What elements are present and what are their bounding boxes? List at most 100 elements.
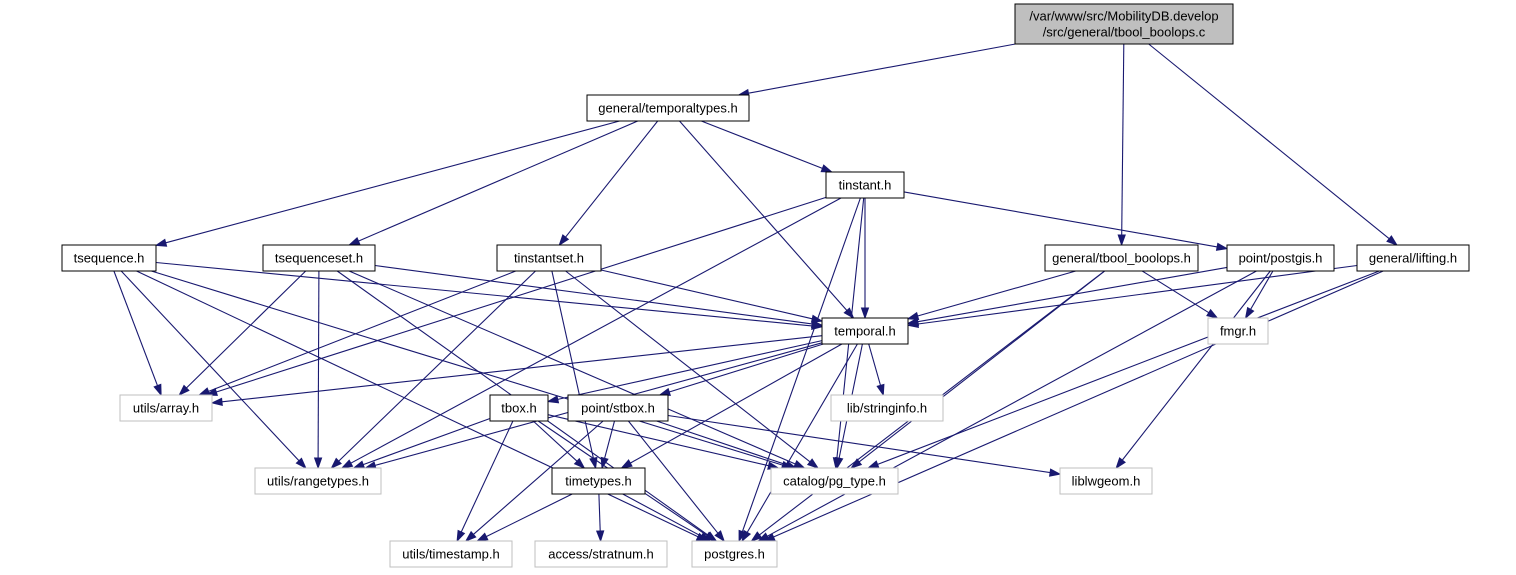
edge-stbox-to-pg_type xyxy=(656,420,787,466)
node-fmgr: fmgr.h xyxy=(1207,317,1269,345)
node-label-stbox: point/stbox.h xyxy=(581,401,655,416)
edge-tbool_boolops_h-to-fmgr xyxy=(1141,270,1210,314)
node-box-root xyxy=(1014,3,1234,45)
edge-tbox-to-rangetypes xyxy=(363,417,491,466)
node-label-timetypes: timetypes.h xyxy=(565,474,631,489)
arrowhead-postgis-to-fmgr xyxy=(1244,306,1255,320)
edge-timetypes-to-timestamp xyxy=(485,493,573,538)
edge-tinstant-to-rangetypes xyxy=(350,197,842,464)
edge-temporaltypes-to-tinstantset xyxy=(565,120,659,238)
node-label-stratnum: access/stratnum.h xyxy=(548,547,654,562)
node-box-temporal xyxy=(821,317,909,345)
arrowhead-temporaltypes-to-tsequence xyxy=(154,238,168,247)
node-temporaltypes[interactable]: general/temporaltypes.h xyxy=(586,94,750,122)
edge-tinstantset-to-pg_type xyxy=(565,270,811,463)
arrowhead-tinstant-to-temporal xyxy=(860,307,870,320)
edge-temporaltypes-to-tsequenceset xyxy=(358,120,639,242)
node-label-lifting: general/lifting.h xyxy=(1369,251,1457,266)
arrowhead-lifting-to-pg_type xyxy=(866,460,880,469)
node-stbox[interactable]: point/stbox.h xyxy=(567,394,669,422)
arrowhead-tinstantset-to-pg_type xyxy=(806,458,820,469)
edge-stbox-to-liblwgeom xyxy=(667,414,1051,474)
edge-timetypes-to-postgres xyxy=(622,493,702,537)
node-lifting[interactable]: general/lifting.h xyxy=(1356,244,1470,272)
node-liblwgeom: liblwgeom.h xyxy=(1059,467,1153,495)
node-box-tinstant xyxy=(825,171,905,199)
arrowhead-temporal-to-timetypes xyxy=(620,459,633,469)
node-temporal[interactable]: temporal.h xyxy=(821,317,909,345)
arrowhead-temporaltypes-to-tsequenceset xyxy=(347,236,361,246)
arrowhead-temporal-to-stringinfo xyxy=(876,383,885,397)
edge-tinstant-to-postgres xyxy=(741,197,861,532)
node-root[interactable]: /var/www/src/MobilityDB.develop/src/gene… xyxy=(1014,3,1234,45)
edge-tinstantset-to-temporal xyxy=(600,269,813,320)
node-tinstantset[interactable]: tinstantset.h xyxy=(496,244,602,272)
node-box-stratnum xyxy=(534,540,668,568)
arrowhead-stbox-to-timestamp xyxy=(464,530,477,542)
node-box-stringinfo xyxy=(830,394,944,422)
edge-tbool_boolops_h-to-pg_type xyxy=(858,270,1106,463)
node-label-liblwgeom: liblwgeom.h xyxy=(1072,474,1141,489)
edge-root-to-temporaltypes xyxy=(748,43,1016,94)
node-tsequence[interactable]: tsequence.h xyxy=(61,244,157,272)
arrowhead-lifting-to-temporal xyxy=(906,319,919,329)
node-box-liblwgeom xyxy=(1059,467,1153,495)
arrowhead-tsequence-to-array xyxy=(153,383,162,397)
arrowhead-stbox-to-postgres xyxy=(714,530,726,543)
node-postgis[interactable]: point/postgis.h xyxy=(1226,244,1335,272)
arrowhead-temporal-to-tbox xyxy=(546,395,560,404)
node-tbool_boolops_h[interactable]: general/tbool_boolops.h xyxy=(1044,244,1199,272)
edge-temporaltypes-to-tinstant xyxy=(701,120,823,169)
arrowhead-tsequenceset-to-rangetypes xyxy=(313,457,323,470)
edge-temporal-to-postgres xyxy=(746,343,858,533)
node-pg_type: catalog/pg_type.h xyxy=(770,467,899,495)
node-box-tsequenceset xyxy=(262,244,376,272)
edge-tsequenceset-to-array xyxy=(186,270,307,389)
edge-tsequence-to-temporal xyxy=(155,261,813,327)
arrowhead-tinstantset-to-rangetypes xyxy=(330,457,342,470)
arrowhead-tinstant-to-postgis xyxy=(1215,242,1229,251)
arrowhead-tbool_boolops_h-to-fmgr xyxy=(1206,308,1219,319)
arrowhead-timetypes-to-postgres xyxy=(699,532,712,542)
node-tinstant[interactable]: tinstant.h xyxy=(825,171,905,199)
node-box-timetypes xyxy=(551,467,646,495)
node-label-tbool_boolops_h: general/tbool_boolops.h xyxy=(1052,251,1191,266)
node-tbox[interactable]: tbox.h xyxy=(489,394,549,422)
node-postgres: postgres.h xyxy=(691,540,778,568)
arrowhead-tbool_boolops_h-to-temporal xyxy=(906,311,920,320)
edge-temporaltypes-to-tsequence xyxy=(165,120,620,244)
edge-tsequenceset-to-temporal xyxy=(374,264,813,325)
edge-postgis-to-temporal xyxy=(917,266,1228,323)
node-tsequenceset[interactable]: tsequenceset.h xyxy=(262,244,376,272)
arrowhead-temporaltypes-to-tinstant xyxy=(820,164,834,173)
node-label-tsequenceset: tsequenceset.h xyxy=(275,251,363,266)
edge-temporal-to-timetypes xyxy=(630,343,843,464)
node-label-stringinfo: lib/stringinfo.h xyxy=(847,401,927,416)
edge-tbox-to-timetypes xyxy=(532,420,578,462)
node-box-lifting xyxy=(1356,244,1470,272)
node-timetypes[interactable]: timetypes.h xyxy=(551,467,646,495)
node-label-tinstantset: tinstantset.h xyxy=(514,251,584,266)
edge-temporal-to-stbox xyxy=(669,343,824,393)
arrowhead-tinstantset-to-array xyxy=(197,387,211,396)
edge-lifting-to-temporal xyxy=(917,264,1358,325)
node-label-array: utils/array.h xyxy=(133,401,199,416)
edge-stbox-to-timestamp xyxy=(473,420,604,535)
arrowhead-tbox-to-timestamp xyxy=(456,529,466,543)
node-stringinfo: lib/stringinfo.h xyxy=(830,394,944,422)
node-label-postgis: point/postgis.h xyxy=(1239,251,1323,266)
edge-root-to-tbool_boolops_h xyxy=(1121,43,1125,236)
arrowhead-tbool_boolops_h-to-pg_type xyxy=(849,458,863,469)
edge-temporal-to-tbox xyxy=(557,340,823,400)
node-box-array xyxy=(119,394,213,422)
edge-tinstant-to-postgis xyxy=(903,191,1218,248)
node-label-root: /var/www/src/MobilityDB.develop xyxy=(1029,9,1218,24)
node-array: utils/array.h xyxy=(119,394,213,422)
node-box-pg_type xyxy=(770,467,899,495)
edge-tsequence-to-pg_type xyxy=(151,270,783,466)
arrowhead-stbox-to-timetypes xyxy=(600,456,609,470)
arrowhead-root-to-tbool_boolops_h xyxy=(1117,234,1126,247)
node-label-timestamp: utils/timestamp.h xyxy=(402,547,500,562)
arrowhead-tinstant-to-rangetypes xyxy=(340,459,354,469)
edge-postgis-to-liblwgeom xyxy=(1121,270,1271,461)
